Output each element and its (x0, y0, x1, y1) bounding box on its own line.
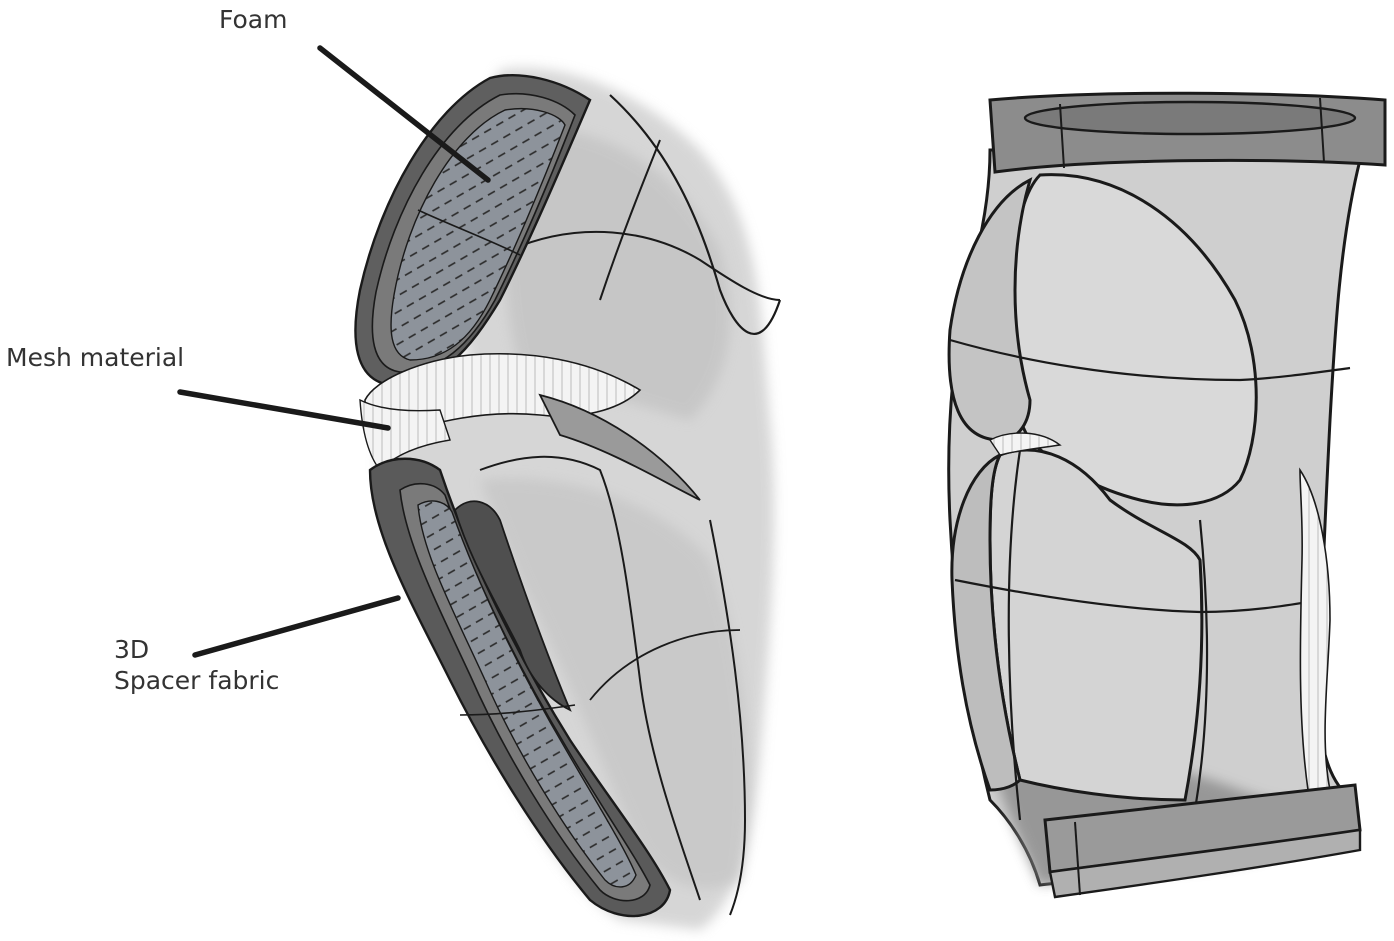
spacer-fabric-label: 3D Spacer fabric (114, 634, 279, 696)
spacer-label-line-1: 3D (114, 634, 279, 665)
foam-label: Foam (219, 4, 287, 35)
spacer-label-line-2: Spacer fabric (114, 665, 279, 696)
cross-section-illustration (355, 68, 780, 930)
top-cuff-opening (1025, 102, 1355, 134)
knee-pad-exterior-illustration (949, 93, 1385, 897)
mesh-leader-line (180, 392, 388, 428)
mesh-material-label: Mesh material (6, 342, 184, 373)
